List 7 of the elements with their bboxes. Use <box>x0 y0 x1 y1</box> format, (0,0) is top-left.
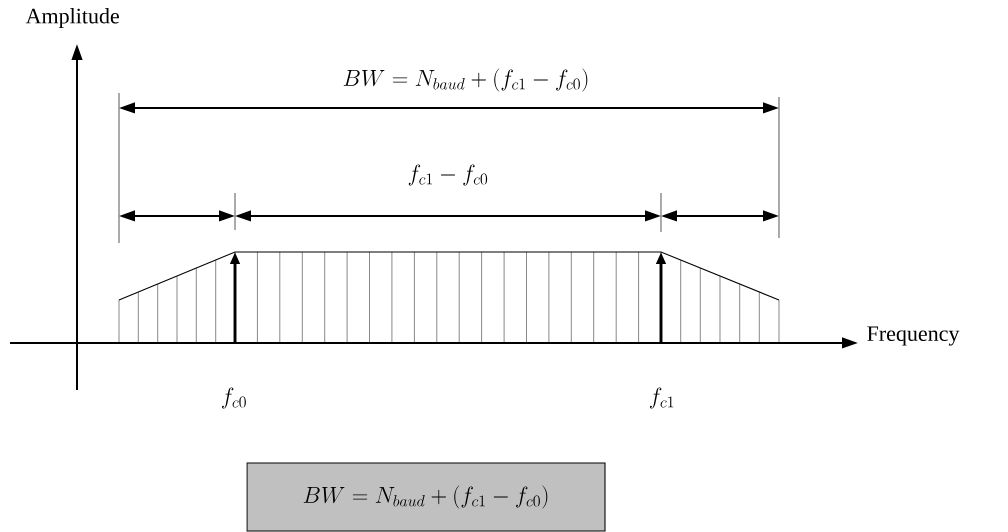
formula-label: $f_{c1} - f_{c0}$ <box>408 164 488 186</box>
formula-label: $BW = N_{baud} + (f_{c1} - f_{c0})$ <box>343 68 588 92</box>
formula-box: $BW = N_{baud} + (f_{c1} - f_{c0})$ <box>246 462 606 532</box>
axis-label: Frequency <box>867 326 960 346</box>
axis-label: Amplitude <box>25 8 119 28</box>
formula-label: $f_{c0}$ <box>222 387 246 409</box>
formula-label: $f_{c1}$ <box>650 387 674 409</box>
